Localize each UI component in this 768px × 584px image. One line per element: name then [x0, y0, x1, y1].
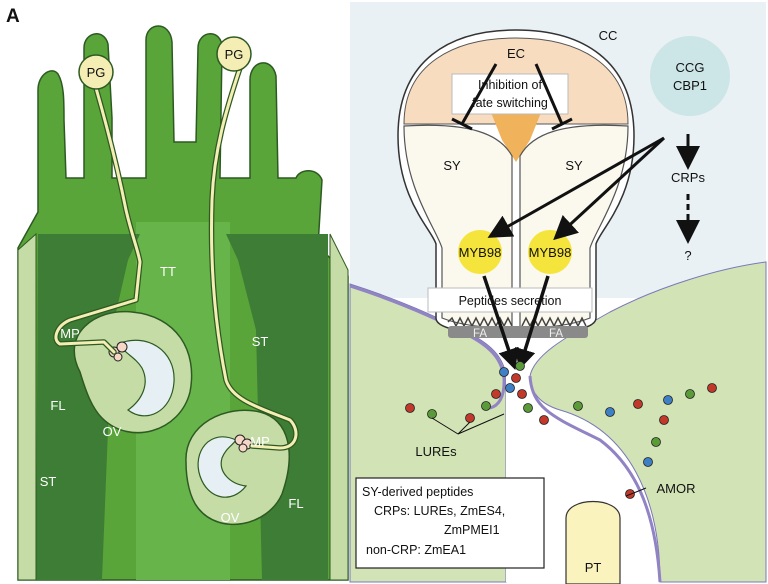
peptide-dot [427, 409, 437, 419]
arrow-secretion-right [515, 275, 550, 371]
peptide-dot [605, 407, 615, 417]
myb98-right [528, 230, 572, 274]
lures-pointer-3 [457, 413, 505, 435]
tt-label: TT [160, 264, 176, 279]
style-tissue-right [226, 234, 328, 580]
panel-b: B FA FA MYB98 MYB98 CC EC Inhi [349, 2, 767, 584]
ccg-label: CCG [676, 60, 705, 75]
inhibition-bar-right [551, 117, 573, 131]
st-upper-label: ST [252, 334, 269, 349]
pollen-tube-tip [565, 500, 621, 584]
amor-lining-left [349, 284, 506, 410]
peptide-dot [633, 399, 643, 409]
peptide-dot [573, 401, 583, 411]
style-rim-left [17, 232, 37, 581]
peptide-dot [499, 367, 509, 377]
peptide-dot [685, 389, 695, 399]
inhibition-line2: fate switching [472, 96, 548, 110]
fa-right-label: FA [549, 328, 563, 340]
ovule-upper-egg [113, 352, 123, 362]
peptide-dot [511, 373, 521, 383]
filiform-base [448, 326, 588, 338]
egg-nucleus-region [490, 110, 542, 162]
lures-pointer-2 [457, 421, 471, 435]
pollen-grain-left [78, 54, 114, 90]
inhibition-bar-left [451, 117, 473, 131]
ovule-lower-embryo-sac [197, 436, 248, 498]
peptide-dot [491, 389, 501, 399]
legend-crp-line2: ZmPMEI1 [444, 523, 500, 537]
cc-label: CC [599, 28, 618, 43]
pollen-tube-right-core [210, 66, 298, 450]
legend-crp-line1: CRPs: LUREs, ZmES4, [374, 504, 505, 518]
fl-lower-label: FL [288, 496, 303, 511]
inhibition-line1: Inhibition of [478, 78, 542, 92]
arrow-ccg-to-myb98-left [487, 136, 665, 238]
myb98-left [458, 230, 502, 274]
arrow-secretion-left [482, 275, 519, 370]
legend-box [355, 477, 545, 569]
panel-a-letter: A [6, 6, 20, 27]
mp-lower-label: MP [250, 434, 270, 449]
myb98-left-label: MYB98 [459, 245, 502, 260]
ovule-upper-synergid-2 [116, 341, 128, 353]
peptide-dot [405, 403, 415, 413]
crps-label: CRPs [671, 170, 705, 185]
amor-label: AMOR [657, 481, 696, 496]
peptide-dot [517, 389, 527, 399]
peptide-dot [523, 403, 533, 413]
fa-left-label: FA [473, 328, 487, 340]
ov-upper-label: OV [103, 424, 122, 439]
peptide-dot [505, 383, 515, 393]
peptides-secretion-box [427, 287, 593, 313]
ccg-cbp1-circle [650, 36, 730, 116]
mp-upper-label: MP [60, 326, 80, 341]
inhibition-line-right [534, 63, 564, 125]
arrow-ccg-to-myb98-right [553, 136, 666, 241]
legend-title: SY-derived peptides [362, 485, 473, 499]
peptide-dot [465, 413, 475, 423]
peptide-dot [659, 415, 669, 425]
style-rim-right [329, 233, 349, 581]
myb98-right-label: MYB98 [529, 245, 572, 260]
unknown-label: ? [684, 248, 691, 263]
lures-label: LUREs [415, 444, 457, 459]
peptide-dot [643, 457, 653, 467]
cbp1-label: CBP1 [673, 78, 707, 93]
legend-noncrp-line: non-CRP: ZmEA1 [366, 543, 466, 557]
panel-a: A [6, 6, 349, 581]
sy-right-label: SY [565, 158, 583, 173]
peptides-secretion-label: Peptides secretion [459, 294, 562, 308]
ovule-lower [185, 409, 290, 525]
ovule-lower-egg [238, 443, 248, 453]
pt-label: PT [585, 560, 602, 575]
sy-left-label: SY [443, 158, 461, 173]
amor-lining-right [528, 375, 662, 583]
peptide-dot [515, 361, 525, 371]
lures-pointer-1 [431, 417, 459, 435]
ec-label: EC [507, 46, 525, 61]
peptide-dot [651, 437, 661, 447]
peptide-dot [539, 415, 549, 425]
pollen-grain-right [216, 36, 252, 72]
st-lower-label: ST [40, 474, 57, 489]
peptide-dots [405, 361, 717, 499]
amor-pointer [625, 487, 647, 497]
fl-upper-label: FL [50, 398, 65, 413]
peptide-dot [481, 401, 491, 411]
pollen-tube-left-core [54, 86, 142, 354]
ovule-upper-embryo-sac [117, 339, 175, 417]
peptide-dot [707, 383, 717, 393]
peptide-dot [663, 395, 673, 405]
inhibition-line-left [460, 63, 498, 125]
ov-lower-label: OV [221, 510, 240, 525]
pg-right-label: PG [225, 47, 244, 62]
pg-left-label: PG [87, 65, 106, 80]
